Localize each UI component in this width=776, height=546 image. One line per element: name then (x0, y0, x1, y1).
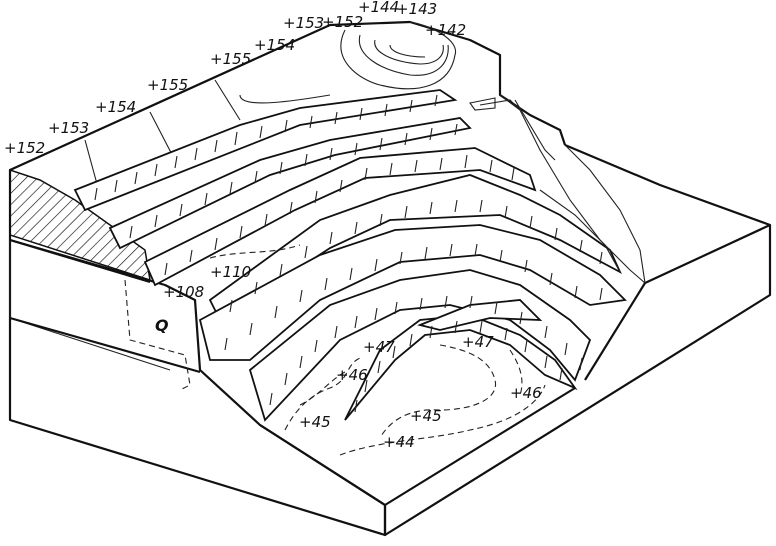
label-152-left: +152 (4, 139, 45, 157)
label-155-right: +155 (210, 50, 251, 68)
label-47-right: +47 (462, 333, 494, 351)
label-108: +108 (163, 283, 204, 301)
valley-contours (209, 244, 546, 456)
block-front-right-face (259, 223, 772, 537)
q-deposit-outline (124, 279, 191, 391)
hatched-deposit (9, 168, 151, 282)
label-45-right: +45 (410, 407, 442, 425)
label-144: +144 (358, 0, 399, 16)
elevation-labels: +152 +153 +154 +155 +155 +154 +153 +152 … (4, 0, 542, 451)
label-153-left: +153 (48, 119, 89, 137)
block-front-left-face (8, 168, 387, 537)
label-154-left: +154 (95, 98, 136, 116)
label-45-left: +45 (299, 413, 331, 431)
label-152-right: +152 (322, 13, 363, 31)
label-q-deposit: Q (155, 316, 169, 335)
label-153-right: +153 (283, 14, 324, 32)
label-47-left: +47 (363, 338, 395, 356)
label-155-left: +155 (147, 76, 188, 94)
right-flank (469, 94, 646, 284)
label-46-left: +46 (336, 366, 368, 384)
strata-bands (73, 89, 627, 422)
label-46-right: +46 (510, 384, 542, 402)
label-143: +143 (396, 0, 437, 18)
label-110: +110 (210, 263, 251, 281)
label-154-right: +154 (254, 36, 295, 54)
label-44: +44 (383, 433, 415, 451)
scarp-ticks (94, 94, 603, 413)
label-142: +142 (425, 21, 466, 39)
